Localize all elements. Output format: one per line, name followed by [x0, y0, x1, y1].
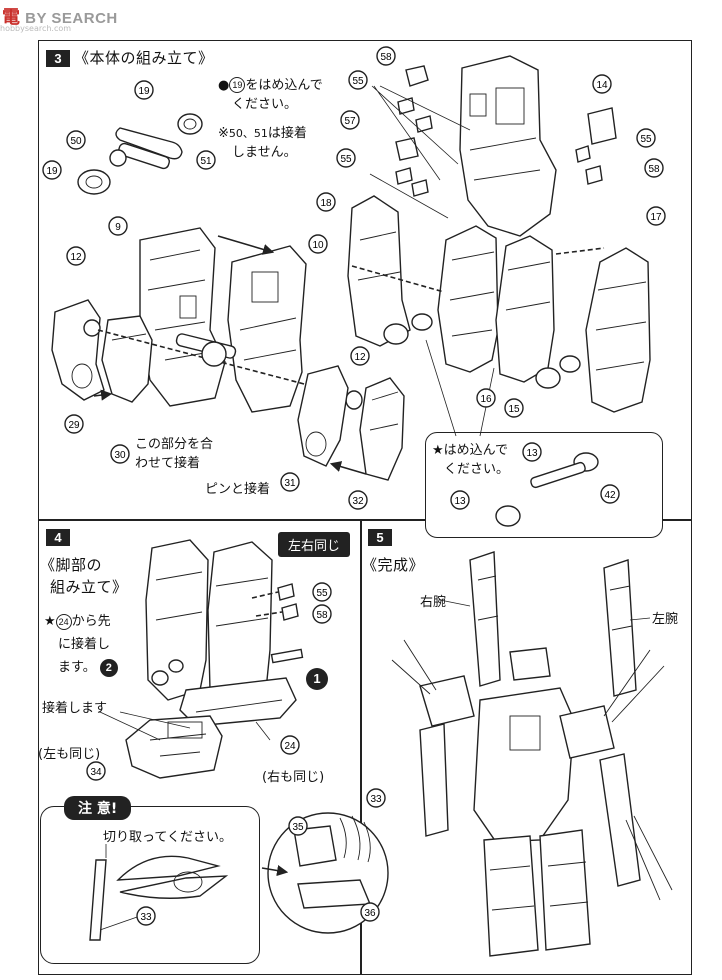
svg-text:14: 14 — [596, 80, 608, 91]
part-15-leg — [495, 235, 555, 383]
part-58-clip-top — [405, 65, 429, 87]
part-number-callouts-step4: 55 58 24 34 — [86, 582, 332, 781]
label-left-same: (左も同じ) — [38, 747, 101, 762]
step-5-title: 《完成》 — [362, 556, 425, 574]
svg-text:32: 32 — [352, 496, 364, 507]
svg-text:55: 55 — [316, 588, 328, 599]
part-34-foot — [125, 715, 223, 779]
svg-text:33: 33 — [370, 794, 382, 805]
svg-text:16: 16 — [480, 394, 492, 405]
svg-text:12: 12 — [354, 352, 366, 363]
watermark-url: hobbysearch.com — [0, 24, 72, 33]
step-3-number: 3 — [46, 50, 70, 67]
svg-text:36: 36 — [364, 908, 376, 919]
svg-text:12: 12 — [70, 252, 82, 263]
foot-pegs — [383, 313, 581, 389]
svg-text:19: 19 — [46, 166, 58, 177]
marker-1: 1 — [306, 668, 328, 690]
svg-text:15: 15 — [508, 404, 520, 415]
marker-2: 2 — [99, 659, 118, 677]
part-16-leg — [437, 225, 499, 373]
svg-text:35: 35 — [292, 822, 304, 833]
label-join-here: この部分を合 わせて接着 — [135, 437, 214, 471]
part-32-cover — [359, 377, 405, 481]
part-10-torso-back — [227, 245, 307, 413]
svg-text:55: 55 — [340, 154, 352, 165]
label-glue-here: 接着します — [42, 701, 108, 716]
step-4-title: 《脚部の 組み立て》 — [40, 556, 128, 596]
step-5-number: 5 — [368, 529, 392, 546]
pegs-step4 — [151, 659, 184, 686]
part-19-cap-top — [177, 113, 203, 135]
caution-label: 注 意! — [64, 796, 132, 820]
step-4-number: 4 — [46, 529, 70, 546]
detail-zoom-circle: 33 35 36 — [261, 788, 389, 934]
section-divider-vertical — [360, 519, 362, 975]
part-12-hip-left — [51, 299, 105, 401]
svg-text:13: 13 — [454, 496, 466, 507]
svg-text:33: 33 — [140, 912, 152, 923]
part-18-leg-cover — [347, 195, 411, 347]
svg-text:24: 24 — [284, 741, 296, 752]
section-divider-horizontal — [38, 519, 692, 521]
svg-text:30: 30 — [114, 450, 126, 461]
part-55-clips — [395, 97, 433, 197]
svg-text:13: 13 — [526, 448, 538, 459]
step-3-callout-text: ★はめ込んで ください。 — [432, 443, 510, 477]
svg-text:42: 42 — [604, 490, 616, 501]
svg-text:58: 58 — [648, 164, 660, 175]
svg-text:19: 19 — [138, 86, 150, 97]
part-13-42-assembly — [495, 452, 599, 527]
svg-text:58: 58 — [316, 610, 328, 621]
svg-text:31: 31 — [284, 478, 296, 489]
svg-text:10: 10 — [312, 240, 324, 251]
part-17-leg-cover — [585, 247, 651, 413]
pin-cylinders — [175, 333, 237, 367]
legs-assembly-step4 — [145, 539, 297, 727]
label-right-arm: 右腕 — [420, 595, 447, 610]
part-9-torso-front — [139, 227, 226, 407]
svg-text:9: 9 — [115, 222, 121, 233]
badge-both-sides-same: 左右同じ — [278, 532, 351, 557]
svg-text:17: 17 — [650, 212, 662, 223]
part-19-ring — [77, 169, 111, 195]
completed-robot-illustration — [391, 551, 673, 957]
svg-text:55: 55 — [640, 134, 652, 145]
part-14-cup — [587, 107, 617, 145]
upper-torso-assembly — [459, 55, 557, 237]
part-31-joint — [297, 365, 349, 467]
part-30-joint — [101, 315, 153, 403]
rod-part-step4 — [270, 648, 304, 664]
svg-text:58: 58 — [380, 52, 392, 63]
nipper-tool-illustration — [89, 855, 229, 941]
part-19-ref: 19 — [229, 77, 246, 93]
label-left-arm: 左腕 — [652, 612, 679, 627]
part-57-block — [395, 137, 419, 161]
caution-text: 切り取ってください。 — [103, 830, 232, 845]
label-pin-glue: ピンと接着 — [205, 482, 271, 497]
part-number-callouts-step3: 58 55 57 55 18 19 50 51 19 9 10 12 29 30… — [42, 46, 666, 510]
label-right-same: (右も同じ) — [262, 770, 325, 785]
part-55-58-step4-clips — [277, 583, 299, 621]
svg-text:34: 34 — [90, 767, 102, 778]
step-3-note-2: ※50、51は接着 しません。 — [218, 126, 307, 160]
part-24-ref: 24 — [55, 614, 72, 630]
part-50-51-rod — [109, 127, 183, 170]
svg-text:50: 50 — [70, 136, 82, 147]
page-frame — [38, 40, 692, 975]
svg-text:51: 51 — [200, 156, 212, 167]
svg-text:18: 18 — [320, 198, 332, 209]
svg-text:55: 55 — [352, 76, 364, 87]
part-12-hip-right — [345, 390, 363, 410]
svg-text:57: 57 — [344, 116, 356, 127]
watermark-logo: 電 BY SEARCH — [2, 7, 118, 27]
part-55-58-right-clips — [575, 145, 603, 185]
svg-text:29: 29 — [68, 420, 80, 431]
step-3-title: 《本体の組み立て》 — [74, 49, 214, 67]
